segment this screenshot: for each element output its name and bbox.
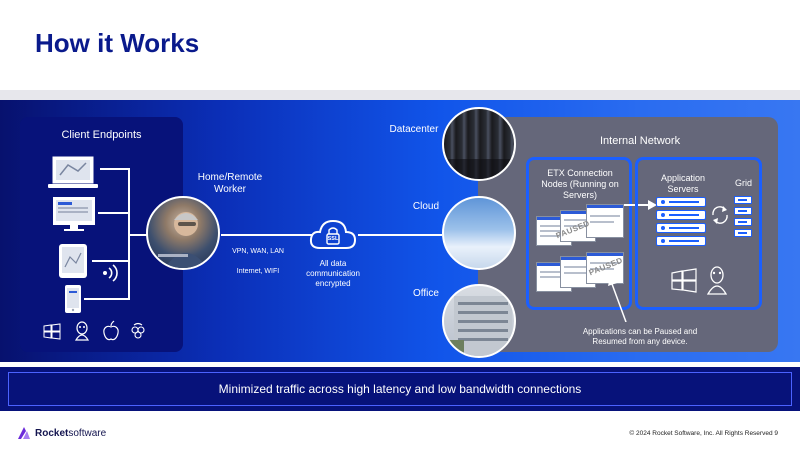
raspberry-pi-icon — [131, 322, 145, 339]
linux-icon — [706, 266, 728, 295]
server-rack-icon — [656, 210, 706, 220]
arrow-up-icon — [608, 276, 627, 322]
logo-rocket-text: Rocket — [35, 427, 69, 439]
divider-strip — [0, 90, 800, 100]
connector-line — [128, 234, 148, 236]
connector-line — [84, 298, 130, 300]
windows-icon — [43, 323, 61, 340]
sync-arrows-icon — [712, 206, 728, 224]
grid-server-icon — [734, 207, 752, 215]
server-rack-icon — [656, 236, 706, 246]
connector-line — [92, 260, 130, 262]
copyright-text: © 2024 Rocket Software, Inc. All Rights … — [629, 430, 778, 437]
application-servers-title: Application Servers — [660, 173, 706, 194]
apple-icon — [103, 320, 119, 341]
connector-line — [98, 212, 130, 214]
remote-worker-photo — [146, 196, 220, 270]
phone-icon — [65, 285, 81, 313]
logo-software-text: software — [68, 427, 107, 439]
datacenter-label: Datacenter — [389, 124, 439, 135]
windows-icon — [671, 268, 697, 293]
ssl-cloud-icon — [309, 219, 357, 249]
session-window — [586, 252, 624, 284]
application-servers-box — [635, 157, 762, 310]
slide-title: How it Works — [35, 28, 200, 58]
cloud-photo — [442, 196, 516, 270]
server-rack-icon — [656, 223, 706, 233]
ssl-badge: SSL — [327, 236, 339, 242]
grid-title: Grid — [735, 178, 753, 188]
wireless-signal-icon — [103, 264, 118, 282]
rocket-software-logo: Rocketsoftware — [17, 426, 106, 440]
linux-icon — [74, 321, 90, 341]
datacenter-photo — [442, 107, 516, 181]
office-photo — [442, 284, 516, 358]
server-rack-icon — [656, 197, 706, 207]
network-medium-label: Internet, WIFI — [236, 268, 280, 275]
connector-line — [358, 234, 442, 236]
session-window — [586, 204, 624, 238]
laptop-icon — [48, 156, 98, 188]
monitor-icon — [53, 197, 95, 231]
network-type-label: VPN, WAN, LAN — [232, 248, 284, 255]
bottom-banner-text: Minimized traffic across high latency an… — [8, 372, 792, 406]
bottom-banner: Minimized traffic across high latency an… — [0, 367, 800, 411]
connector-line — [100, 168, 130, 170]
grid-server-icon — [734, 196, 752, 204]
grid-server-icon — [734, 229, 752, 237]
office-label: Office — [413, 288, 439, 299]
client-endpoints-title: Client Endpoints — [61, 129, 142, 141]
etx-nodes-title: ETX Connection Nodes (Running on Servers… — [541, 168, 619, 200]
rocket-logo-icon — [18, 427, 30, 439]
connector-line — [221, 234, 313, 236]
encryption-caption: All data communication encrypted — [306, 259, 360, 288]
internal-network-title: Internal Network — [600, 135, 681, 147]
worker-title: Home/Remote Worker — [197, 172, 263, 195]
etx-nodes-box — [526, 157, 632, 310]
cloud-label: Cloud — [412, 201, 440, 212]
pause-resume-note: Applications can be Paused and Resumed f… — [582, 327, 698, 346]
grid-server-icon — [734, 218, 752, 226]
tablet-icon — [59, 244, 87, 278]
